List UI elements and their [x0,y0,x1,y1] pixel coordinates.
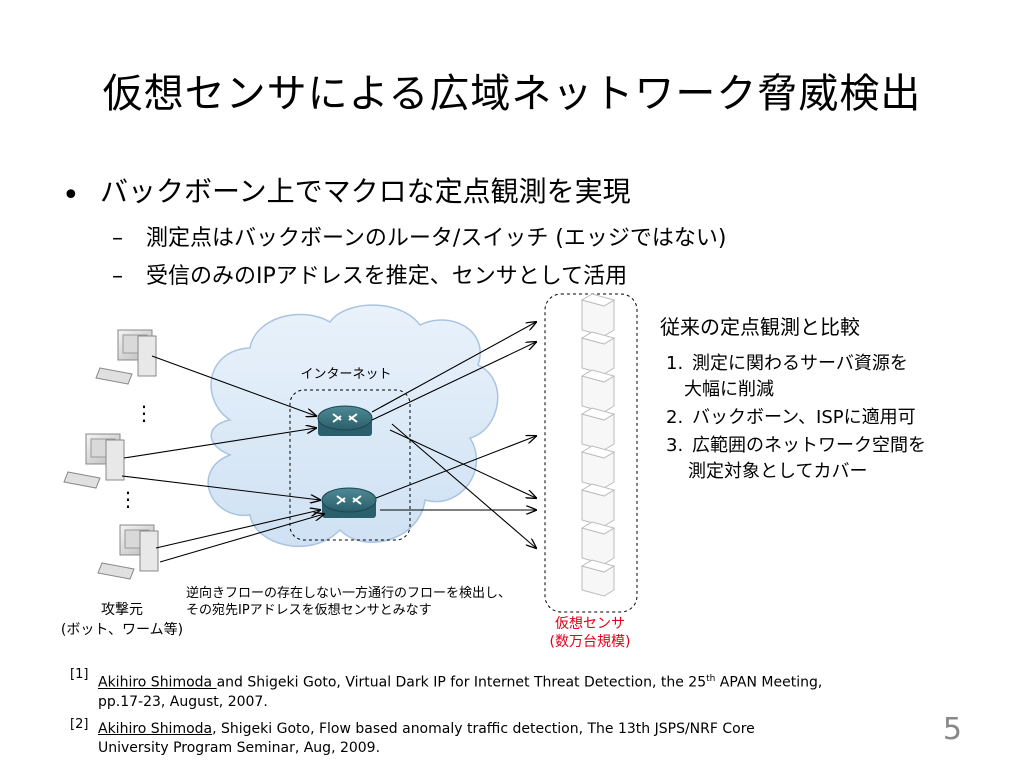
sub-bullet-dash: – [112,226,123,251]
server-icon [580,331,616,375]
server-icon [580,521,616,565]
reference-author-link[interactable]: Akihiro Shimoda [98,674,217,691]
flow-arrow [371,322,536,413]
comparison-item-3-line2: 測定対象としてカバー [688,461,868,482]
comparison-heading: 従来の定点観測と比較 [660,315,860,339]
server-icon [580,559,616,597]
flow-arrow [121,475,320,500]
server-icon [580,293,616,337]
main-bullet: バックボーン上でマクロな定点観測を実現 [100,175,631,208]
attacker-sublabel: (ボット、ワーム等) [61,621,183,638]
sensor-sublabel: (数万台規模) [550,634,631,650]
computer-icon [95,329,157,385]
flow-arrow [151,355,316,416]
ellipsis-bottom: ⋮ [118,487,138,511]
reference-1: Akihiro Shimoda and Shigeki Goto, Virtua… [98,674,823,710]
attacker-label: 攻撃元 [101,602,143,618]
server-icon [580,407,616,451]
comparison-item-3-line1: 広範囲のネットワーク空間を [692,435,926,456]
sub-bullet-dash: – [112,264,123,289]
virtual-sensor-box [544,293,638,613]
server-icon [580,483,616,527]
reference-mark: [1] [70,667,89,682]
server-icon [580,445,616,489]
flow-arrow [371,342,536,421]
slide-title: 仮想センサによる広域ネットワーク脅威検出 [102,71,922,117]
comparison-item-2-line1: バックボーン、ISPに適用可 [692,407,916,428]
comparison-item-2-num: 2. [666,407,684,428]
router-icon [321,487,377,518]
sensor-label: 仮想センサ [555,616,625,632]
computer-icon [97,524,159,580]
flow-caption-line2: その宛先IPアドレスを仮想センサとみなす [186,602,432,618]
internet-label: インターネット [300,367,391,382]
reference-mark: [2] [70,717,89,732]
router-group-box [289,389,411,541]
page-number: 5 [942,712,962,747]
flow-arrow [159,514,324,563]
computer-icon [63,433,125,489]
flow-arrow [155,510,320,549]
bullet-marker: • [62,178,80,213]
ellipsis-top: ⋮ [134,401,154,425]
server-icon [580,369,616,413]
comparison-item-1-num: 1. [666,353,684,374]
flow-arrow [391,423,536,548]
comparison-item-1-line1: 測定に関わるサーバ資源を [692,353,908,374]
comparison-item-3-num: 3. [666,435,684,456]
flow-arrow [123,428,316,459]
sub-bullet-2: 受信のみのIPアドレスを推定、センサとして活用 [146,264,628,289]
sub-bullet-1: 測定点はバックボーンのルータ/スイッチ (エッジではない) [146,226,727,251]
server-stack [580,293,616,597]
comparison-item-1-line2: 大幅に削減 [684,379,774,400]
traffic-arrows [121,322,536,563]
reference-2: Akihiro Shimoda, Shigeki Goto, Flow base… [98,721,755,756]
flow-caption-line1: 逆向きフローの存在しない一方通行のフローを検出し、 [186,585,511,601]
router-icon [317,405,373,436]
reference-author-link[interactable]: Akihiro Shimoda [98,721,213,737]
flow-arrow [375,436,536,499]
